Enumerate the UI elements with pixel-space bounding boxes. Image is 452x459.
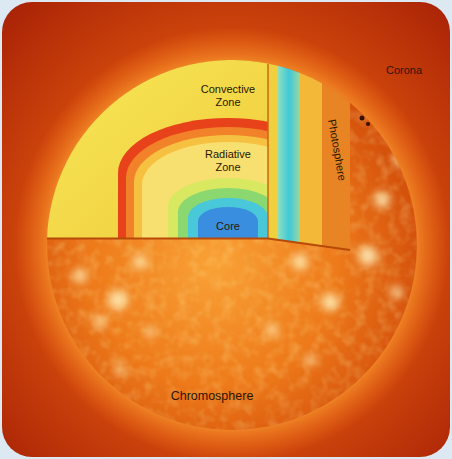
side-face [268,50,352,260]
layer-label: Chromosphere [171,389,254,403]
zone-label: Radiative Zone [195,148,261,173]
cut-edge [47,238,268,240]
layer-label: Photosphere [325,118,348,182]
surface-texture [40,50,430,440]
core-ring [178,188,278,240]
core-ring [188,198,268,240]
zone-label: Core [216,220,240,233]
core-center [198,207,258,240]
cut-edge [267,64,269,238]
sunspot [366,122,370,126]
layer-label: Corona [386,64,422,77]
corona-glow [14,27,450,459]
cut-edge [268,239,350,251]
sunspot [360,116,365,121]
zone-label: Convective Zone [193,83,263,108]
